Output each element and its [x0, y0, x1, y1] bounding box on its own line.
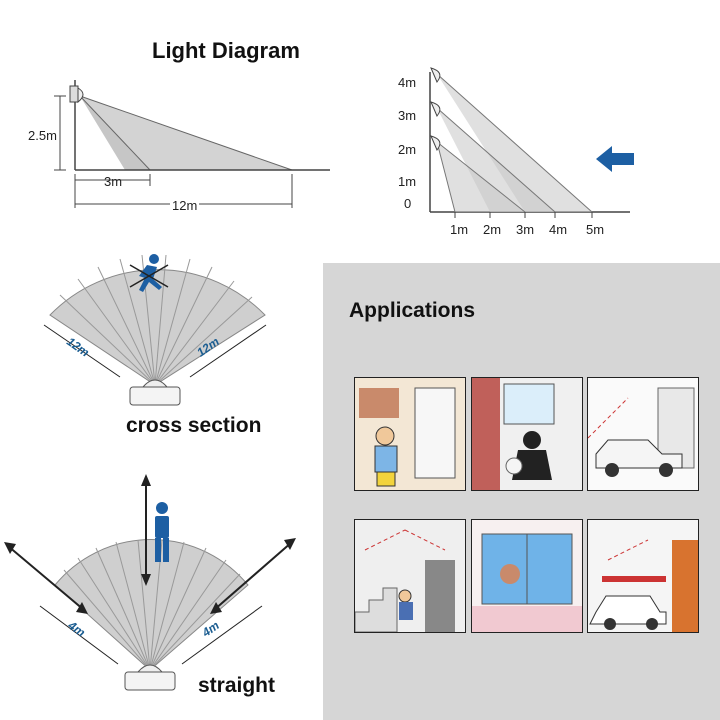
detection-fan	[54, 538, 249, 671]
sensor-icon	[124, 664, 176, 691]
straight-caption: straight	[198, 674, 276, 697]
application-image-stairs	[354, 519, 466, 633]
sensor-icon	[129, 379, 181, 406]
light-diagram-title: Light Diagram	[152, 38, 300, 63]
x-tick-3m: 3m	[516, 222, 535, 237]
y-tick-1m: 1m	[398, 174, 417, 189]
cross-section-fan	[43, 254, 267, 406]
sensor-icon	[430, 67, 441, 83]
cross-section-caption: cross section	[126, 414, 262, 437]
application-image-gate	[587, 519, 699, 633]
y-tick-3m: 3m	[398, 108, 417, 123]
mounting-height-diagram	[429, 67, 630, 218]
standing-person-icon	[155, 502, 169, 562]
application-image-burglar	[471, 377, 583, 491]
arrow-left-icon	[596, 146, 634, 172]
near-distance-label: 3m	[104, 174, 123, 189]
far-distance-label: 12m	[170, 198, 200, 213]
application-image-garage	[587, 377, 699, 491]
application-image-doorway	[354, 377, 466, 491]
sensor-icon	[69, 85, 84, 104]
straight-fan	[4, 474, 296, 691]
sensor-icon	[430, 101, 441, 117]
x-tick-1m: 1m	[450, 222, 469, 237]
x-tick-2m: 2m	[483, 222, 502, 237]
light-diagram	[54, 80, 330, 208]
sensor-icon	[430, 135, 441, 151]
x-tick-5m: 5m	[586, 222, 605, 237]
y-tick-2m: 2m	[398, 142, 417, 157]
application-image-window	[471, 519, 583, 633]
y-tick-0: 0	[404, 196, 412, 211]
applications-title: Applications	[349, 299, 476, 322]
applications-panel: Applications	[323, 263, 720, 720]
y-tick-4m: 4m	[398, 75, 417, 90]
detection-fan	[49, 269, 266, 386]
height-label: 2.5m	[28, 128, 57, 143]
running-person-icon	[139, 254, 162, 292]
x-tick-4m: 4m	[549, 222, 568, 237]
